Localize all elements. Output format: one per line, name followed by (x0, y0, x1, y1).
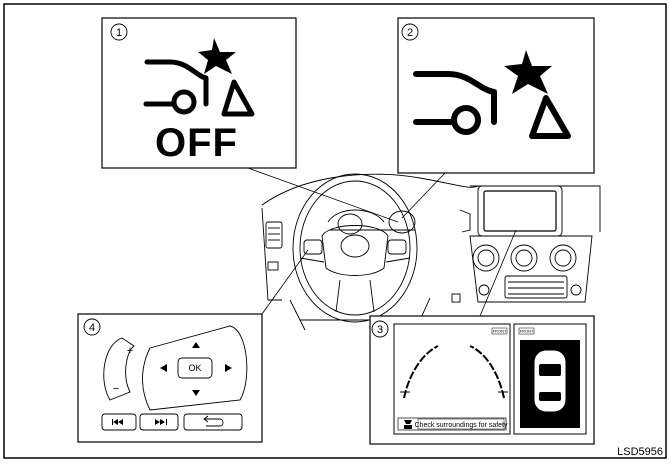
figure-code: LSD5956 (617, 446, 663, 458)
callout-number-badge (110, 23, 128, 41)
collision-warning-icon (413, 50, 571, 139)
camera-tag: FRONT (520, 329, 534, 334)
dpad-arrows (112, 342, 232, 425)
ok-button-label: OK (188, 363, 201, 373)
next-track-icon (155, 419, 167, 425)
arrow-left-icon (160, 364, 167, 372)
collision-warning-off-icon (143, 38, 255, 117)
arrow-up-icon (192, 342, 200, 348)
volume-down-label: − (113, 383, 119, 395)
arrow-right-icon (225, 364, 232, 372)
leader-lines (247, 167, 517, 317)
safety-message: Check surroundings for safety (415, 422, 508, 429)
arrow-down-icon (192, 390, 200, 396)
off-label: OFF (155, 121, 238, 165)
previous-track-icon (112, 419, 123, 425)
callout-number-badge (371, 320, 389, 338)
outer-frame (3, 3, 667, 459)
callout-number: 3 (377, 324, 383, 336)
camera-tag: FRONT (493, 329, 507, 334)
callout-1: 1 OFF (101, 17, 297, 169)
callout-4: 4 + − OK (77, 313, 263, 443)
volume-up-label: + (127, 345, 133, 357)
callout-number-badge (401, 23, 419, 41)
camera-view-icon: FRONT FRONT (393, 323, 587, 435)
steering-switch-icon (101, 325, 248, 431)
dashboard-illustration (261, 173, 601, 331)
callout-3: 3 FRONT FRONT Check surroundings for saf… (369, 315, 595, 445)
callout-number: 2 (407, 27, 413, 39)
callout-2: 2 (397, 17, 595, 174)
callout-number: 1 (116, 27, 122, 39)
callout-number: 4 (89, 322, 95, 334)
callout-number-badge (83, 318, 101, 336)
back-icon (203, 415, 224, 427)
